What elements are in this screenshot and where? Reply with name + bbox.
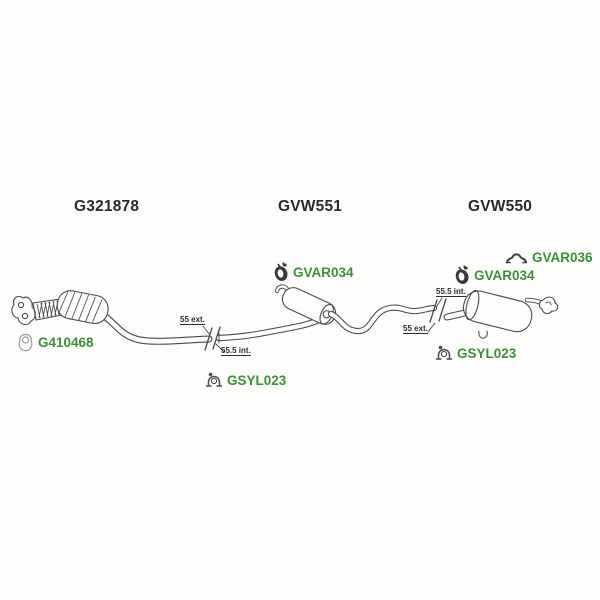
rear-joint-drawing <box>427 297 447 333</box>
part-label-gsyl023-front[interactable]: GSYL023 <box>205 371 286 389</box>
dimension-label-rear-55-5-int: 55.5 int. <box>436 287 466 297</box>
section-part-number-centre-silencer: GVW551 <box>278 198 343 215</box>
part-label-text: GSYL023 <box>457 345 517 361</box>
dimension-label-rear-55-ext: 55 ext. <box>403 324 428 334</box>
gasket-icon <box>17 333 34 352</box>
part-label-g410468[interactable]: G410468 <box>17 333 94 352</box>
section-part-number-front-pipe: G321878 <box>74 198 140 215</box>
part-label-text: GVAR034 <box>474 267 535 283</box>
dimension-label-front-55-ext: 55 ext. <box>180 315 205 325</box>
strap-bracket-icon <box>505 252 528 264</box>
part-label-text: G410468 <box>38 335 94 350</box>
part-label-text: GVAR034 <box>293 264 354 280</box>
section-part-number-rear-silencer: GVW550 <box>468 198 533 215</box>
clamp-icon <box>435 344 453 362</box>
rubber-hanger-icon <box>273 261 289 283</box>
dimension-label-front-55-5-int: 55.5 int. <box>221 346 251 356</box>
clamp-icon <box>205 371 223 389</box>
part-label-gvar034-rear[interactable]: GVAR034 <box>454 264 535 286</box>
catalytic-converter-drawing <box>56 290 109 325</box>
part-label-gvar034-centre[interactable]: GVAR034 <box>273 261 354 283</box>
part-label-text: GSYL023 <box>227 372 287 388</box>
tailpipe-drawing <box>524 296 559 314</box>
rear-silencer-drawing <box>462 289 533 339</box>
part-label-gsyl023-rear[interactable]: GSYL023 <box>435 344 516 362</box>
part-label-gvar036[interactable]: GVAR036 <box>505 250 593 265</box>
front-flange-drawing <box>11 295 36 326</box>
rubber-hanger-icon <box>454 264 470 286</box>
part-label-text: GVAR036 <box>532 250 593 265</box>
